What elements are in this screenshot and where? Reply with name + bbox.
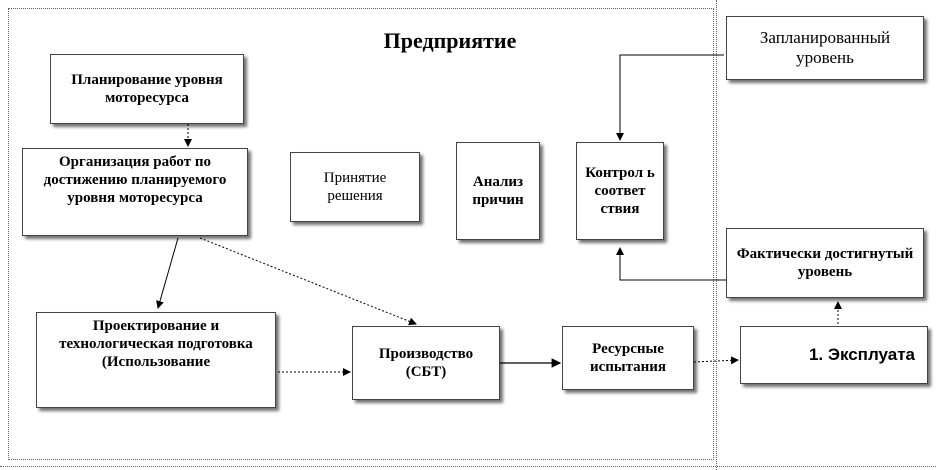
node-organization: Организация работ по достижению планируе…	[22, 148, 248, 236]
arrow-actual-to-control	[616, 247, 726, 281]
diagram-title: Предприятие	[383, 28, 517, 53]
arrow-organization-to-production	[199, 237, 417, 326]
node-design: Проектирование и технологическая подгото…	[36, 312, 276, 408]
node-actual-level: Фактически достигнутый уровень	[726, 228, 924, 298]
node-planning: Планирование уровня моторесурса	[50, 54, 244, 124]
node-production: Производство (СБТ)	[352, 326, 500, 400]
node-resource-tests: Ресурсные испытания	[562, 326, 694, 390]
boundary-vertical-line	[716, 0, 717, 470]
node-analysis: Анализ причин	[456, 142, 540, 240]
node-planned-level: Запланированный уровень	[726, 16, 924, 80]
node-control: Контрол ь соответ ствия	[576, 142, 664, 240]
boundary-bottom-line	[0, 466, 936, 467]
node-operation: 1. Эксплуата	[740, 326, 928, 384]
node-decision: Принятие решения	[290, 152, 420, 222]
arrow-planned-to-control	[616, 54, 724, 141]
arrow-organization-to-design	[156, 237, 179, 309]
arrow-tests-to-operation	[693, 356, 739, 365]
enterprise-frame	[8, 8, 714, 460]
